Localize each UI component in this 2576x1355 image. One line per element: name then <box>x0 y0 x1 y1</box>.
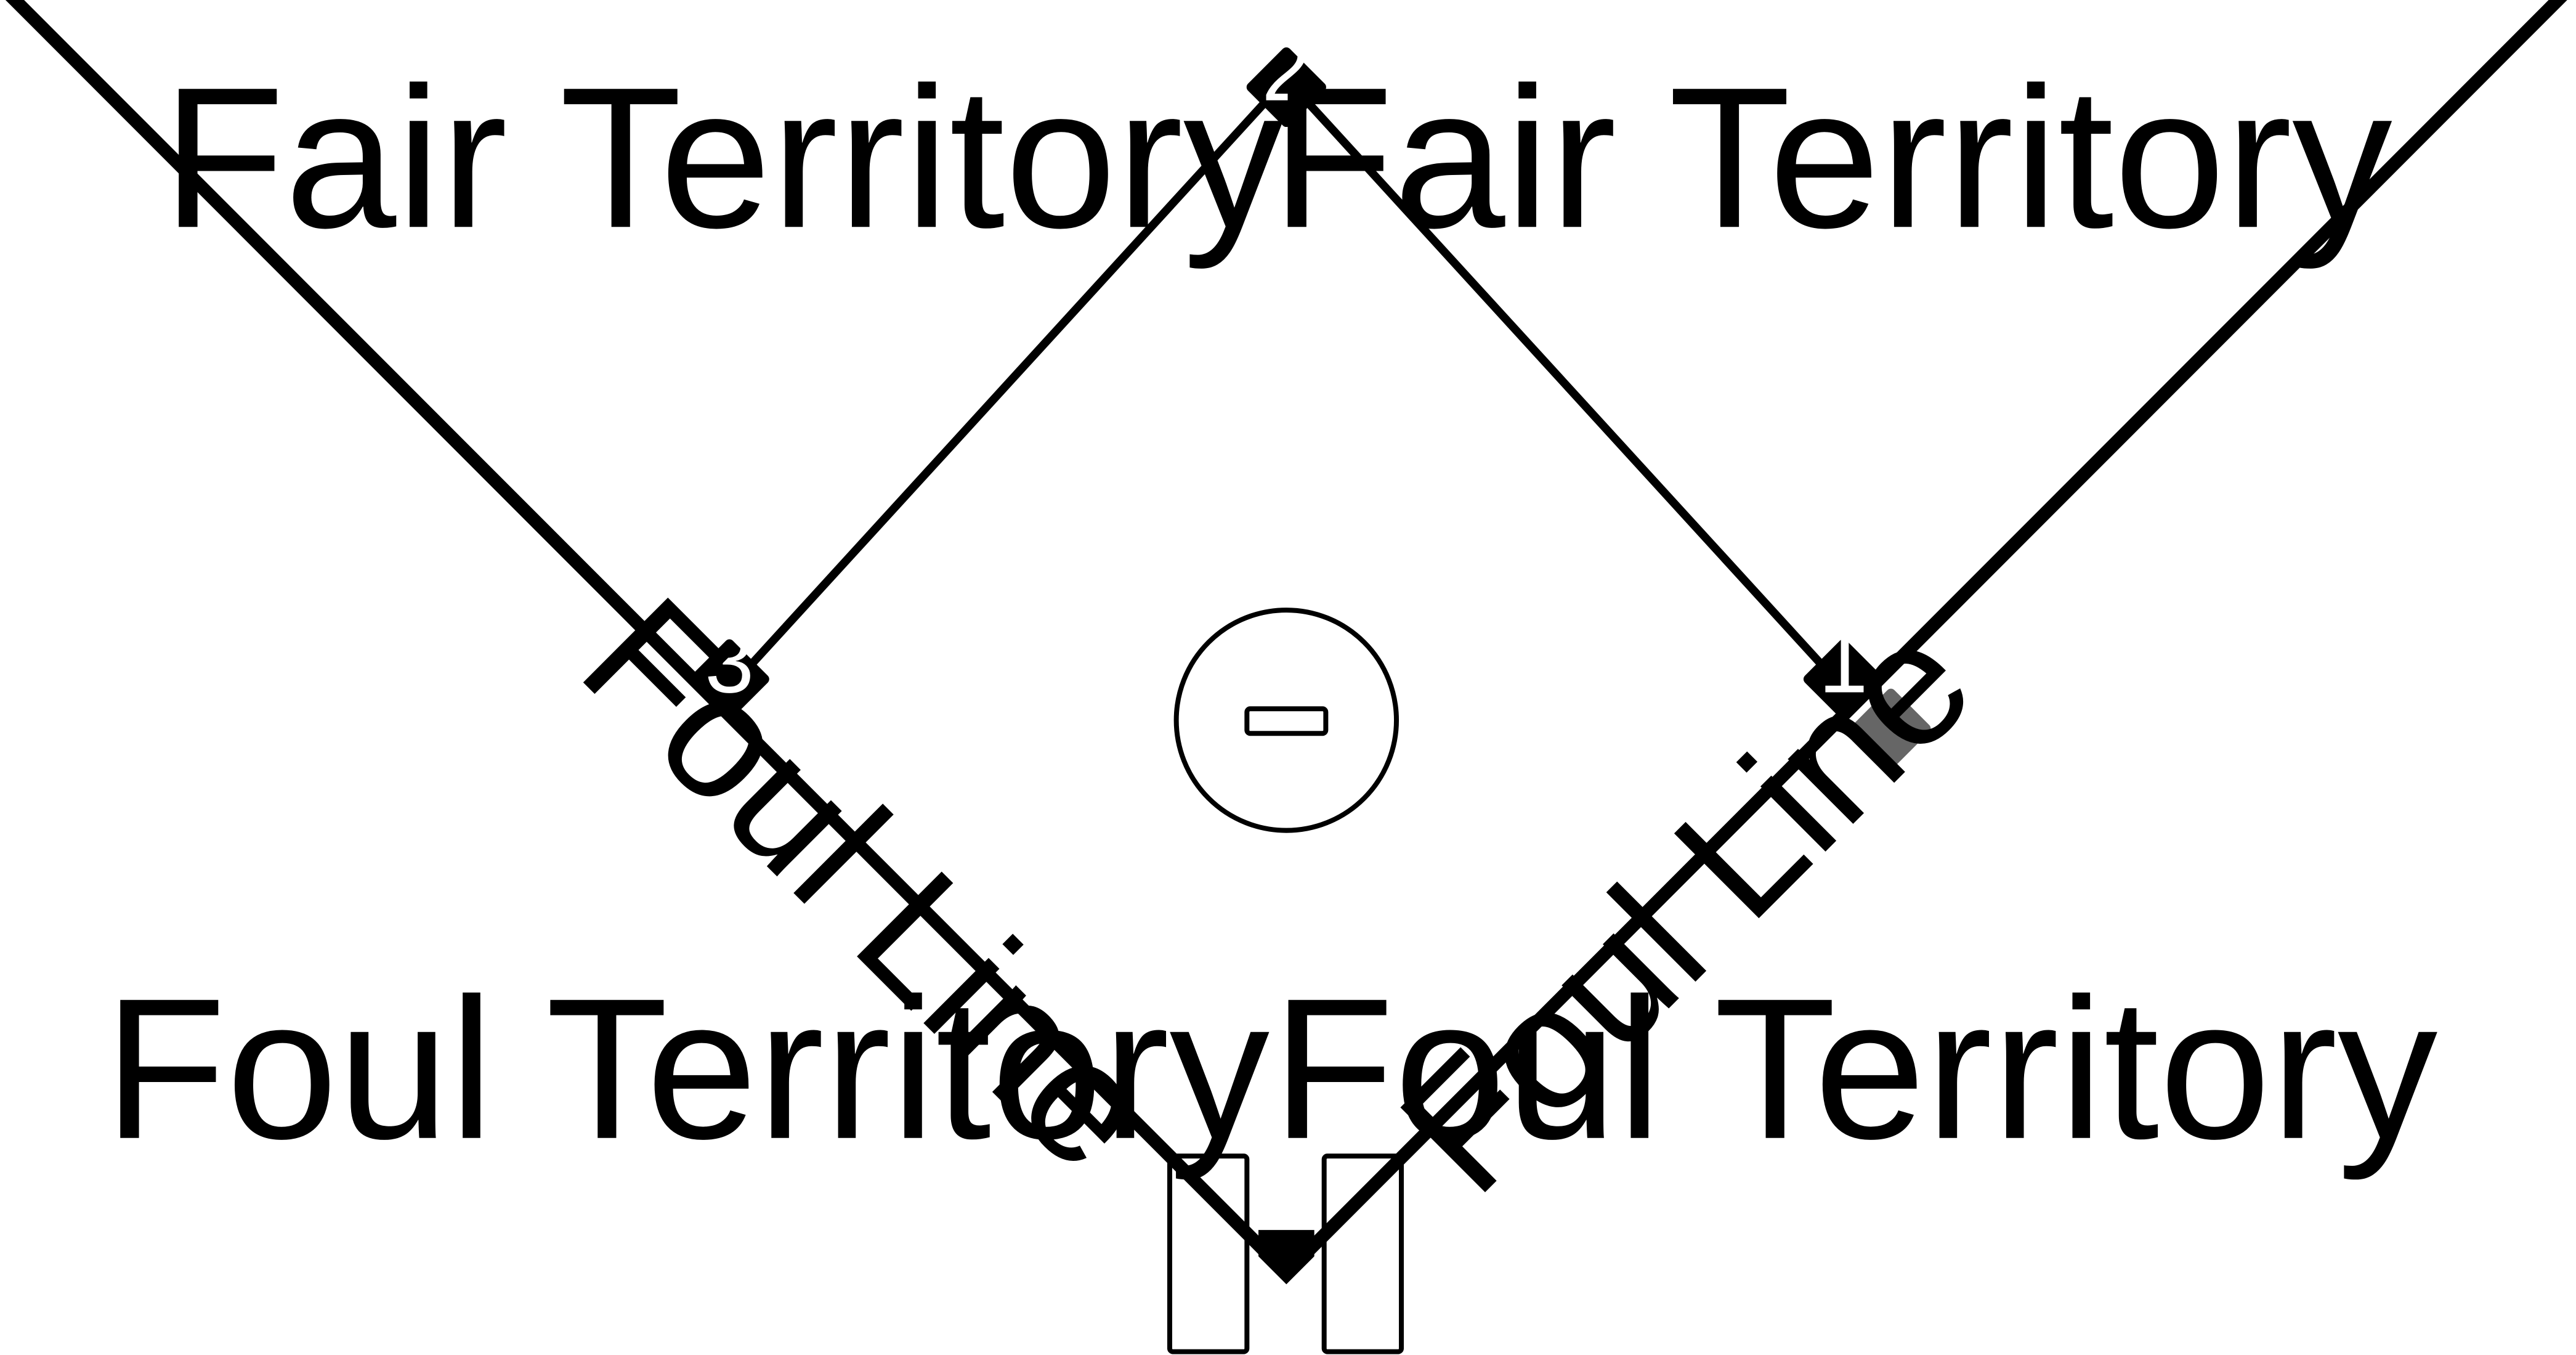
second-base-number: 2 <box>1262 20 1311 120</box>
path-third-to-second <box>719 76 1290 699</box>
third-base-number: 3 <box>705 612 754 711</box>
fair-territory-right-label: Fair Territory <box>1271 45 2392 271</box>
first-base: 1 <box>1803 612 1884 719</box>
foul-territory-right-label: Foul Territory <box>1272 956 2438 1182</box>
first-base-bag <box>1803 639 1884 719</box>
second-base: 2 <box>1246 20 1326 128</box>
fair-territory-left-label: Fair Territory <box>163 45 1284 271</box>
left-foul-line <box>5 0 1291 1278</box>
batters-boxes <box>1167 1154 1404 1354</box>
third-base-bag <box>689 639 769 719</box>
path-second-to-first <box>1283 76 1853 699</box>
third-base: 3 <box>689 612 769 719</box>
left-batters-box <box>1167 1154 1250 1354</box>
second-base-bag <box>1246 47 1326 128</box>
home-plate <box>1258 1230 1314 1285</box>
foul-lines <box>5 0 2567 1278</box>
right-batters-box <box>1321 1154 1404 1354</box>
base-paths <box>719 76 1853 699</box>
pitchers-rubber <box>1244 706 1329 736</box>
right-foul-line <box>1281 0 2567 1278</box>
foul-territory-left-label: Foul Territory <box>104 956 1270 1182</box>
first-base-number: 1 <box>1818 612 1868 711</box>
pitchers-mound <box>1173 608 1399 833</box>
extra-safety-base <box>1851 688 1931 768</box>
